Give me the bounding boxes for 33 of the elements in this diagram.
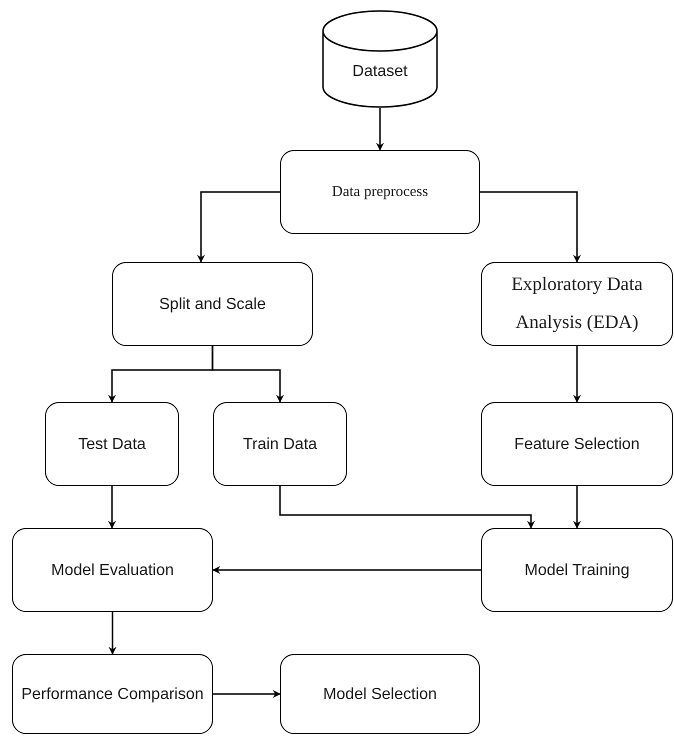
node-label: Train Data [242,434,318,454]
process-box [280,150,480,234]
node-label: Test Data [78,434,146,454]
node-label: Feature Selection [514,434,640,454]
node-label: Model Training [524,560,630,580]
process-box [481,402,673,486]
database-cylinder [322,10,438,108]
process-box [12,654,213,734]
arrow [573,486,581,529]
process-box [481,528,673,612]
node-label: Performance Comparison [21,684,204,704]
process-box [280,654,480,734]
process-box [45,402,179,486]
arrow [212,346,284,403]
process-box [481,262,673,346]
process-box [112,262,313,346]
node-label: Dataset [352,62,408,82]
process-box [12,528,213,612]
arrow [108,486,116,529]
node-label: Data preprocess [332,182,428,202]
node-label: Model Evaluation [51,560,174,580]
arrow [108,612,116,655]
arrow [376,108,384,151]
arrow [279,486,535,529]
node-label: Split and Scale [159,294,266,314]
process-box [213,402,347,486]
arrow [197,191,280,263]
node-label: Model Selection [323,684,437,704]
arrow [212,566,481,574]
arrow [213,690,281,698]
arrow [480,191,581,263]
arrow [573,346,581,403]
node-label: Exploratory Data Analysis (EDA) [510,273,644,335]
